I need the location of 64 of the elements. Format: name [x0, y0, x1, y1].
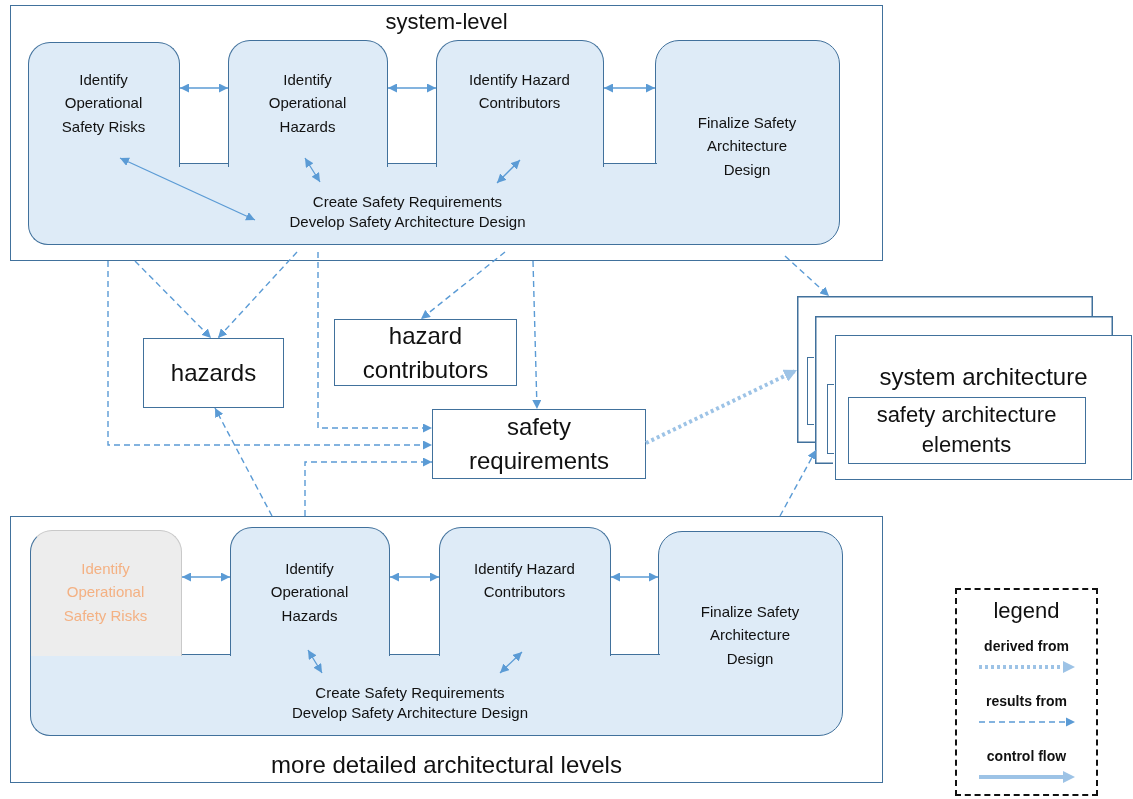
level-container — [10, 5, 883, 261]
node-text: Create Safety Requirements — [314, 682, 506, 703]
arrow — [217, 251, 298, 339]
arrow — [119, 157, 256, 221]
document-page — [815, 316, 1113, 464]
node-text: Develop Safety Architecture Design — [291, 702, 529, 723]
node-text: hazard contributors — [361, 320, 490, 385]
arrow — [107, 260, 433, 450]
artifact-box — [334, 319, 517, 386]
node-text: hazards — [169, 358, 258, 388]
process-box — [435, 39, 604, 167]
node-text: Identify Hazard Contributors — [473, 558, 576, 602]
legend-text: derived from — [983, 638, 1070, 654]
legend-title: legend — [992, 598, 1061, 624]
arrow — [387, 83, 437, 93]
container-title: system-level — [384, 9, 509, 35]
node-text: Identify Operational Hazards — [269, 558, 350, 626]
process-box — [27, 41, 180, 167]
node-text: Identify Hazard Contributors — [468, 69, 571, 113]
arrow — [304, 157, 321, 183]
process-box — [227, 39, 388, 167]
process-box — [229, 526, 390, 656]
node-text: Develop Safety Architecture Design — [288, 211, 527, 232]
inner-box — [806, 356, 814, 425]
process-box — [29, 529, 182, 656]
process-box — [438, 526, 611, 656]
arrow — [645, 368, 798, 445]
arrow — [214, 407, 273, 517]
inner-box — [826, 383, 834, 454]
process-box — [654, 39, 840, 245]
arrow — [784, 255, 830, 297]
artifact-box — [847, 396, 1086, 464]
arrow — [181, 572, 231, 582]
arrow — [389, 572, 440, 582]
arrow — [779, 449, 817, 517]
process-bar — [29, 653, 660, 736]
arrow — [179, 83, 229, 93]
artifact-box — [432, 409, 646, 479]
node-text: Finalize Safety Architecture Design — [696, 112, 798, 180]
legend-text: control flow — [985, 748, 1068, 764]
node-text: Identify Operational Hazards — [267, 69, 348, 137]
node-text: Finalize Safety Architecture Design — [699, 601, 801, 669]
arrow — [499, 651, 523, 674]
process-box — [657, 530, 843, 736]
node-text: Identify Operational Safety Risks — [60, 69, 147, 137]
level-container — [10, 516, 883, 783]
node-text: safety architecture elements — [875, 401, 1058, 459]
container-title: more detailed architectural levels — [270, 750, 623, 780]
arrow — [532, 260, 542, 410]
arrow — [134, 260, 212, 339]
node-text: Identify Operational Safety Risks — [62, 558, 149, 626]
arrow — [317, 251, 433, 433]
document-page — [835, 335, 1132, 480]
legend-text: results from — [985, 693, 1068, 709]
artifact-box — [143, 338, 284, 408]
node-text: safety requirements — [467, 412, 611, 476]
arrow — [603, 83, 656, 93]
node-text: system architecture — [878, 362, 1089, 392]
arrow — [304, 457, 433, 517]
arrow — [496, 159, 521, 184]
arrow — [307, 649, 323, 674]
node-text: Create Safety Requirements — [311, 191, 504, 212]
arrow — [610, 572, 659, 582]
arrow — [420, 251, 506, 320]
